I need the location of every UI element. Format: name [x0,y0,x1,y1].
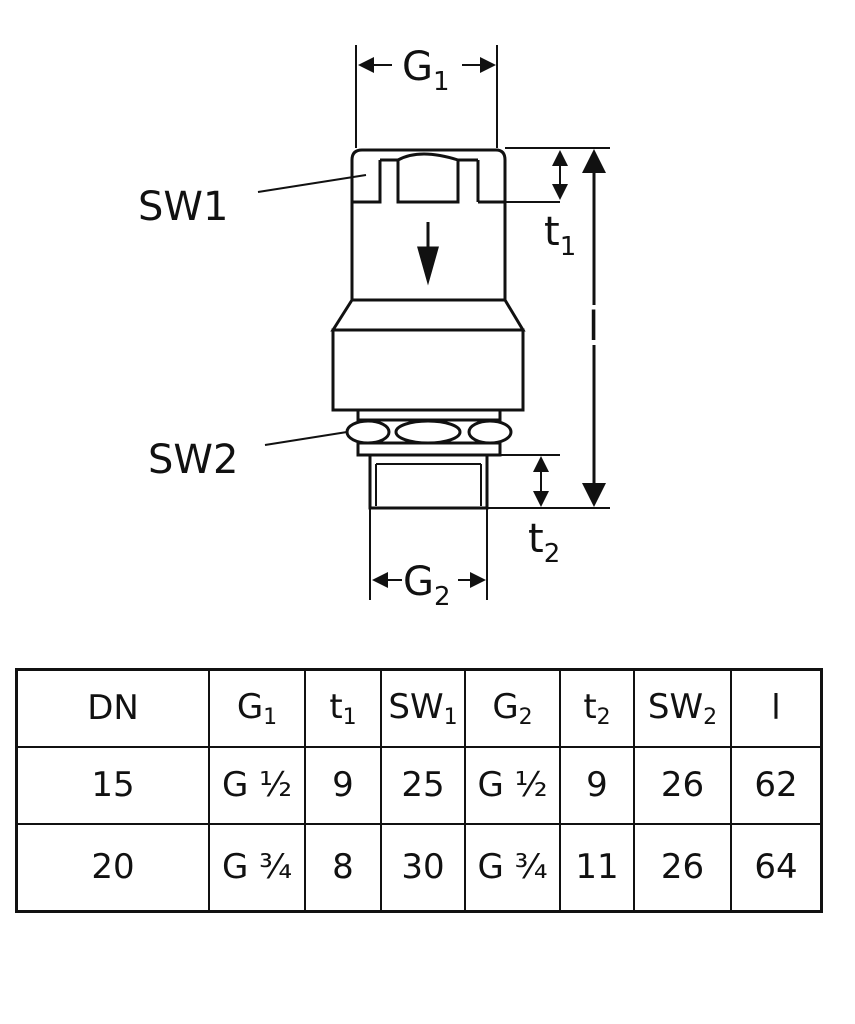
table-header-row: DN G1 t1 SW1 G2 t2 SW2 l [15,668,823,748]
label-g2: G2 [403,559,451,612]
cell: 20 [15,822,210,913]
header-cell: t2 [559,668,635,748]
cell: 30 [380,822,466,913]
header-cell: t1 [304,668,382,748]
label-t2: t2 [528,516,560,569]
dimension-lines [257,45,610,600]
valve-head [350,148,507,302]
cell: 64 [730,822,823,913]
label-g1: G1 [402,44,450,97]
cell: 25 [380,745,466,825]
valve-drawing: G1 G2 t1 t2 SW1 SW2 l [138,44,610,612]
label-l: l [588,304,599,350]
cell: 8 [304,822,382,913]
cell: G ½ [464,745,561,825]
header-cell: DN [15,668,210,748]
cell: 11 [559,822,635,913]
label-sw1: SW1 [138,184,228,230]
label-t1: t1 [544,209,576,262]
dimensions-table: DN G1 t1 SW1 G2 t2 SW2 l 15 G ½ 9 25 G ½… [15,668,823,913]
cell: G ¾ [208,822,306,913]
cell: 9 [559,745,635,825]
flow-arrow-icon [417,222,439,286]
table-row: 15 G ½ 9 25 G ½ 9 26 62 [15,745,823,825]
cell: 9 [304,745,382,825]
cell: 26 [633,822,732,913]
label-sw2: SW2 [148,437,238,483]
cell: G ¾ [464,822,561,913]
header-cell: G1 [208,668,306,748]
cell: 26 [633,745,732,825]
cell: G ½ [208,745,306,825]
header-cell: l [730,668,823,748]
cell: 62 [730,745,823,825]
table-row: 20 G ¾ 8 30 G ¾ 11 26 64 [15,822,823,913]
header-cell: SW1 [380,668,466,748]
header-cell: G2 [464,668,561,748]
header-cell: SW2 [633,668,732,748]
valve-body [330,299,526,510]
cell: 15 [15,745,210,825]
